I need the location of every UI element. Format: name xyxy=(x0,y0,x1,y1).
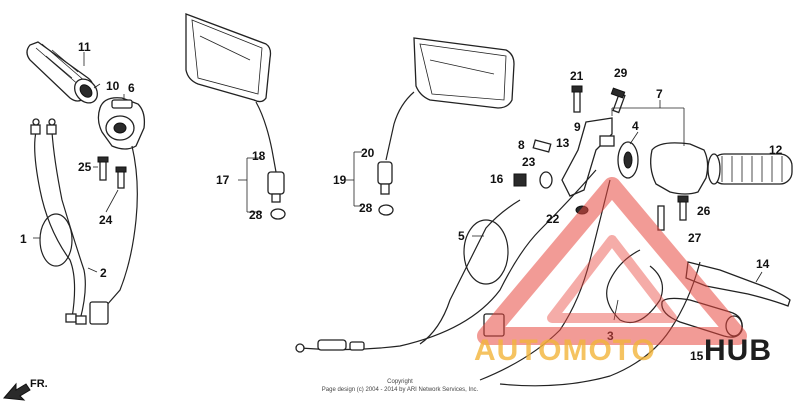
callout-19: 19 xyxy=(333,173,347,187)
lever-drawing xyxy=(685,261,791,307)
right-grip-drawing xyxy=(707,153,793,185)
copyright-line-2: Page design (c) 2004 - 2014 by ARI Netwo… xyxy=(322,387,479,393)
callout-labels: 1 2 3 4 5 6 7 8 9 10 11 12 13 14 15 16 1… xyxy=(20,40,783,363)
watermark-text-hub: HUB xyxy=(704,334,772,367)
callout-8: 8 xyxy=(518,138,525,152)
screw-drawings-left xyxy=(97,156,127,189)
callout-15: 15 xyxy=(690,349,704,363)
callout-4: 4 xyxy=(632,119,639,133)
callout-16: 16 xyxy=(490,172,504,186)
callout-2: 2 xyxy=(100,266,107,280)
switch-housing-drawing xyxy=(97,97,146,150)
left-grip-assembly xyxy=(26,41,146,325)
throttle-cables-drawing xyxy=(30,118,87,325)
left-mirror-assembly xyxy=(185,13,286,220)
front-direction-marker: FR. xyxy=(2,378,48,401)
switch-wire xyxy=(105,145,138,307)
callout-13: 13 xyxy=(556,136,570,150)
watermark-triangle-icon xyxy=(477,177,747,345)
callout-24: 24 xyxy=(99,213,113,227)
callout-10: 10 xyxy=(106,79,120,93)
callout-20: 20 xyxy=(361,146,375,160)
callout-7: 7 xyxy=(656,87,663,101)
callout-12: 12 xyxy=(769,143,783,157)
throttle-grip-drawing xyxy=(26,41,98,104)
callout-5: 5 xyxy=(458,229,465,243)
watermark-inner-triangle-icon xyxy=(547,235,677,323)
switch-connector xyxy=(89,301,109,325)
callout-27: 27 xyxy=(688,231,702,245)
callout-11: 11 xyxy=(78,40,91,54)
callout-28-left: 28 xyxy=(249,208,263,222)
callout-17: 17 xyxy=(216,173,230,187)
leader-lines xyxy=(33,52,763,321)
right-mirror-assembly xyxy=(377,37,515,216)
callout-6: 6 xyxy=(128,81,135,95)
copyright-line-1: Copyright xyxy=(387,379,413,385)
callout-21: 21 xyxy=(570,69,584,83)
callout-26: 26 xyxy=(697,204,711,218)
callout-1: 1 xyxy=(20,232,27,246)
front-arrow-icon xyxy=(2,382,31,401)
callout-18: 18 xyxy=(252,149,266,163)
callout-25: 25 xyxy=(78,160,92,174)
right-switch-drawing xyxy=(650,142,709,195)
callout-29: 29 xyxy=(614,66,628,80)
callout-14: 14 xyxy=(756,257,770,271)
watermark-text-automoto: AUTOMOTO xyxy=(474,334,656,367)
watermark: AUTOMOTO HUB xyxy=(474,177,772,367)
copyright-block: Copyright Page design (c) 2004 - 2014 by… xyxy=(322,379,479,393)
callout-9: 9 xyxy=(574,120,581,134)
callout-28-right: 28 xyxy=(359,201,373,215)
callout-22: 22 xyxy=(546,212,560,226)
callout-23: 23 xyxy=(522,155,536,169)
front-label: FR. xyxy=(30,378,48,390)
